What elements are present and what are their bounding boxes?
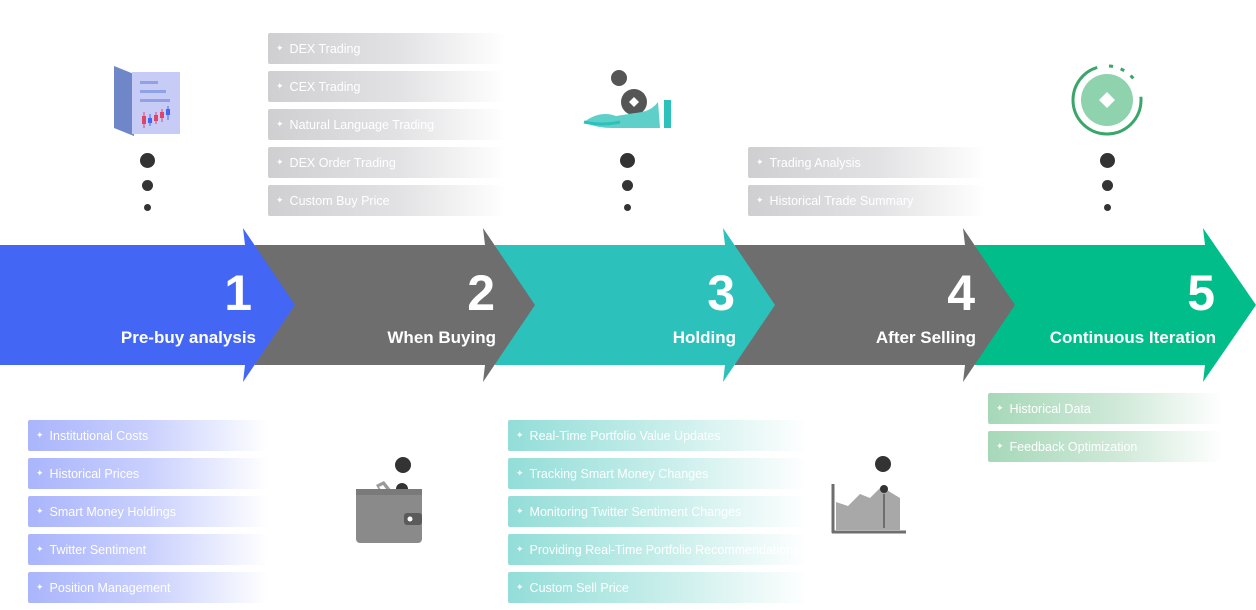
connector-dot [624,204,631,211]
list-item: ✦ Providing Real-Time Portfolio Recommend… [508,534,808,565]
list-item: ✦ Real-Time Portfolio Value Updates [508,420,808,451]
step-2-label: When Buying [387,328,496,347]
list-item-label: Historical Prices [49,466,140,481]
connector-dots-step-3 [618,150,638,216]
list-item: ✦ Natural Language Trading [268,109,506,140]
target-icon [1071,64,1143,136]
area-chart-icon [831,456,906,534]
connector-dots-step-1 [138,150,158,216]
list-item: ✦ Tracking Smart Money Changes [508,458,808,489]
connector-dot [1104,204,1111,211]
list-item-label: Tracking Smart Money Changes [529,466,709,481]
list-item-label: Trading Analysis [769,155,861,170]
document-chart-icon [114,66,180,136]
arrow-step-1 [0,228,295,382]
after-selling-list: ✦ Trading Analysis ✦ Historical Trade Summa… [748,147,986,223]
sparkle-icon: ✦ [516,582,524,592]
step-4-number: 4 [947,265,975,321]
connector-dots-step-5 [1098,150,1118,216]
list-item-label: Smart Money Holdings [49,504,176,519]
list-item-label: Monitoring Twitter Sentiment Changes [529,504,742,519]
list-item: ✦ Trading Analysis [748,147,986,178]
sparkle-icon: ✦ [516,468,524,478]
step-1-number: 1 [224,265,252,321]
connector-dot [620,153,635,168]
sparkle-icon: ✦ [36,468,44,478]
sparkle-icon: ✦ [276,119,284,129]
step-5-label: Continuous Iteration [1049,328,1216,347]
holding-list: ✦ Real-Time Portfolio Value Updates ✦ Track… [508,420,808,610]
arrow-step-3 [495,228,775,382]
list-item-label: CEX Trading [289,79,361,94]
list-item: ✦ Feedback Optimization [988,431,1223,462]
list-item: ✦ Custom Buy Price [268,185,506,216]
sparkle-icon: ✦ [756,157,764,167]
list-item-label: Historical Trade Summary [769,193,914,208]
list-item-label: Historical Data [1009,401,1091,416]
list-item-label: Feedback Optimization [1009,439,1138,454]
list-item: ✦ Smart Money Holdings [28,496,268,527]
list-item: ✦ Historical Trade Summary [748,185,986,216]
sparkle-icon: ✦ [276,43,284,53]
list-item: ✦ Custom Sell Price [508,572,808,603]
list-item: ✦ Twitter Sentiment [28,534,268,565]
step-3-label: Holding [672,328,736,347]
pre-buy-list: ✦ Institutional Costs ✦ Historical Prices ✦ S… [28,420,268,610]
list-item: ✦ Institutional Costs [28,420,268,451]
wallet-icon [356,457,422,543]
sparkle-icon: ✦ [996,441,1004,451]
list-item-label: Custom Buy Price [289,193,390,208]
step-3-number: 3 [707,265,735,321]
list-item-label: DEX Trading [289,41,361,56]
sparkle-icon: ✦ [276,195,284,205]
connector-dot [1100,153,1115,168]
step-5-number: 5 [1187,265,1215,321]
sparkle-icon: ✦ [516,506,524,516]
connector-dot [144,204,151,211]
connector-dot [142,180,153,191]
sparkle-icon: ✦ [36,506,44,516]
sparkle-icon: ✦ [996,403,1004,413]
sparkle-icon: ✦ [756,195,764,205]
list-item-label: Custom Sell Price [529,580,629,595]
sparkle-icon: ✦ [276,157,284,167]
connector-dot [622,180,633,191]
list-item: ✦ Historical Prices [28,458,268,489]
list-item: ✦ Historical Data [988,393,1223,424]
sparkle-icon: ✦ [36,544,44,554]
arrow-step-4 [735,228,1015,382]
step-1-label: Pre-buy analysis [120,328,256,347]
list-item-label: Position Management [49,580,171,595]
hand-coin-icon [583,70,671,128]
sparkle-icon: ✦ [36,430,44,440]
list-item-label: Providing Real-Time Portfolio Recommenda… [529,542,800,557]
sparkle-icon: ✦ [276,81,284,91]
list-item-label: Twitter Sentiment [49,542,147,557]
list-item-label: Institutional Costs [49,428,149,443]
sparkle-icon: ✦ [36,582,44,592]
sparkle-icon: ✦ [516,544,524,554]
connector-dot [1102,180,1113,191]
sparkle-icon: ✦ [516,430,524,440]
list-item-label: Natural Language Trading [289,117,435,132]
continuous-list: ✦ Historical Data ✦ Feedback Optimization [988,393,1223,469]
list-item-label: Real-Time Portfolio Value Updates [529,428,721,443]
arrow-step-5 [975,228,1256,382]
arrow-step-2 [255,228,535,382]
connector-dot [140,153,155,168]
list-item: ✦ Monitoring Twitter Sentiment Changes [508,496,808,527]
list-item: ✦ Position Management [28,572,268,603]
list-item: ✦ CEX Trading [268,71,506,102]
list-item: ✦ DEX Order Trading [268,147,506,178]
list-item-label: DEX Order Trading [289,155,396,170]
step-2-number: 2 [467,265,495,321]
when-buying-list: ✦ DEX Trading ✦ CEX Trading ✦ Natural Languag… [268,33,506,223]
step-4-label: After Selling [875,328,976,347]
list-item: ✦ DEX Trading [268,33,506,64]
